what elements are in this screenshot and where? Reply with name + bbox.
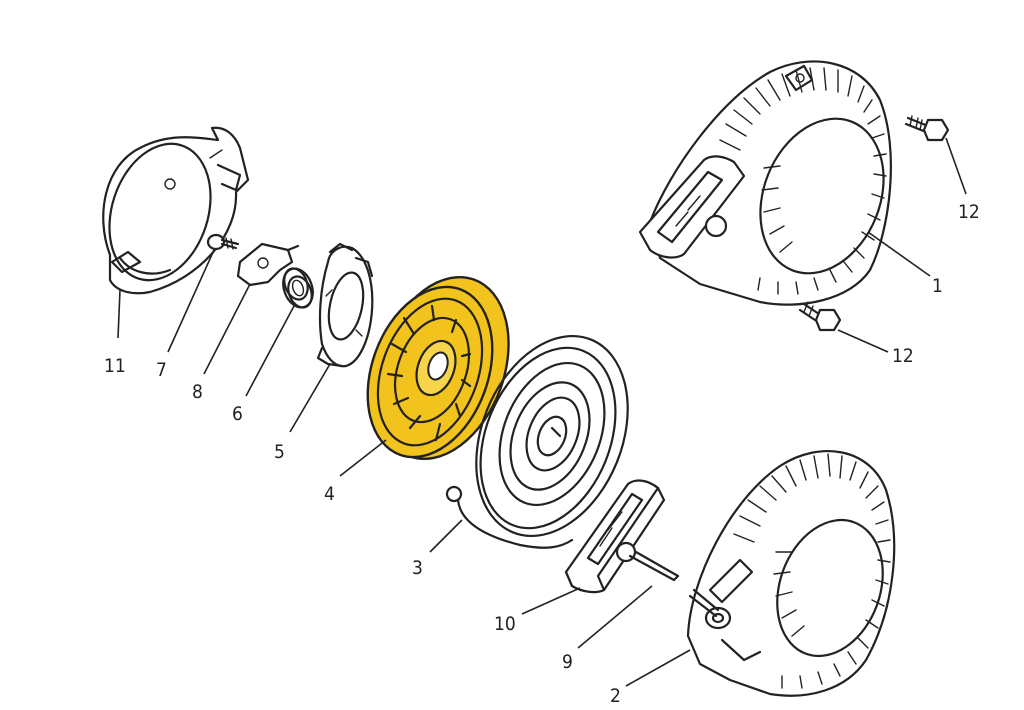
part-11-cover <box>102 126 250 295</box>
part-12-bolt-lower <box>798 301 842 332</box>
reel-ribs <box>386 304 472 442</box>
part-6-spring <box>282 267 314 309</box>
callout-labels: 11 7 8 6 5 4 3 10 9 2 1 12 12 <box>104 201 980 707</box>
callout-4: 4 <box>324 483 335 505</box>
callout-6: 6 <box>232 403 243 425</box>
case-2-fins <box>733 453 891 689</box>
callout-11: 11 <box>104 355 126 377</box>
part-12-bolt-upper <box>904 115 950 142</box>
callout-8: 8 <box>192 381 203 403</box>
leader-lines <box>117 137 967 687</box>
part-2-starter-case <box>686 450 896 697</box>
callout-2: 2 <box>610 685 621 707</box>
callout-12-upper: 12 <box>958 201 980 223</box>
callout-12-lower: 12 <box>892 345 914 367</box>
part-5-guide-plate <box>316 242 374 368</box>
part-7-screw <box>206 233 240 251</box>
part-4-reel <box>366 275 510 461</box>
callout-5: 5 <box>274 441 285 463</box>
callout-3: 3 <box>412 557 423 579</box>
callout-7: 7 <box>156 359 167 381</box>
part-10-handle <box>564 479 666 594</box>
part-8-pawl <box>236 242 300 287</box>
part-1-starter-case <box>638 60 892 306</box>
callout-9: 9 <box>562 651 573 673</box>
callout-10: 10 <box>494 613 516 635</box>
part-3-recoil-spring <box>445 334 629 549</box>
callout-1: 1 <box>932 275 943 297</box>
case-1-fins <box>719 67 887 295</box>
part-9-pin <box>628 550 680 582</box>
